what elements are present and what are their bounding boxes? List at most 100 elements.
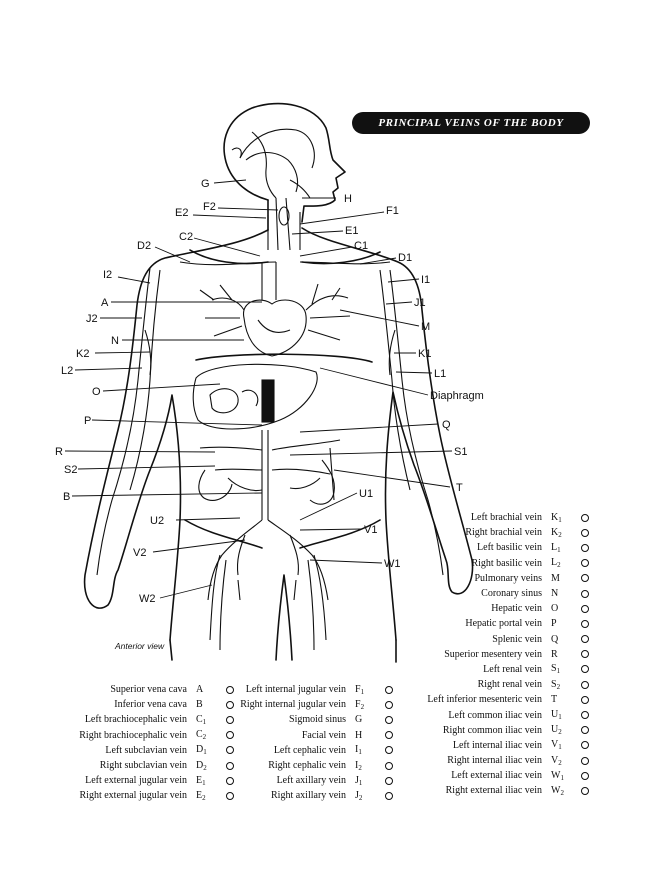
- vein-code: L2: [551, 557, 561, 570]
- label-W2: W2: [139, 593, 156, 605]
- vein-code: W2: [551, 784, 564, 797]
- vein-name: Left renal vein: [483, 663, 542, 675]
- label-A: A: [101, 297, 109, 309]
- vein-code: M: [551, 572, 560, 584]
- label-D2: D2: [137, 240, 151, 252]
- color-circle: [581, 711, 589, 720]
- label-E2: E2: [175, 207, 188, 219]
- color-circle: [385, 731, 393, 740]
- vein-name: Right brachial vein: [465, 527, 542, 539]
- color-circle: [581, 589, 589, 598]
- vein-name: Left inferior mesenteric vein: [427, 694, 542, 706]
- label-F2: F2: [203, 201, 216, 213]
- label-H: H: [344, 193, 352, 205]
- vein-name: Right external iliac vein: [445, 785, 542, 797]
- vein-code: K2: [551, 526, 562, 539]
- label-C1: C1: [354, 240, 368, 252]
- vein-code: I2: [355, 759, 362, 772]
- label-O: O: [92, 386, 101, 398]
- vein-code: Q: [551, 633, 559, 645]
- color-circle: [581, 726, 589, 735]
- label-I2: I2: [103, 269, 112, 281]
- vein-code: H: [355, 729, 363, 741]
- vein-name: Inferior vena cava: [114, 699, 187, 711]
- vein-code: S2: [551, 678, 561, 691]
- vein-name: Right subclavian vein: [99, 760, 187, 772]
- vein-code: A: [196, 684, 204, 696]
- color-circle: [581, 604, 589, 613]
- vein-name: Hepatic portal vein: [465, 618, 542, 630]
- vein-name: Pulmonary veins: [474, 572, 543, 584]
- vein-code: V1: [551, 739, 562, 752]
- label-V2: V2: [133, 547, 146, 559]
- label-K2: K2: [76, 348, 89, 360]
- color-circle: [581, 513, 589, 522]
- color-circle: [581, 756, 589, 765]
- vein-code: J2: [355, 789, 363, 802]
- label-V1: V1: [364, 524, 377, 536]
- key-row: Left brachiocephalic vein C1: [30, 712, 234, 727]
- vein-code: C1: [196, 713, 207, 726]
- label-G: G: [201, 178, 210, 190]
- color-circle: [581, 680, 589, 689]
- color-circle: [226, 715, 234, 724]
- label-C2: C2: [179, 231, 193, 243]
- vein-name: Left brachial vein: [470, 512, 542, 524]
- vein-code: E1: [196, 774, 206, 787]
- vein-code: C2: [196, 729, 207, 742]
- vein-code: J1: [355, 774, 363, 787]
- vein-name: Left basilic vein: [477, 542, 542, 554]
- vein-code: V2: [551, 754, 562, 767]
- vein-name: Left brachiocephalic vein: [84, 714, 187, 726]
- label-P: P: [84, 415, 91, 427]
- color-circle: [581, 543, 589, 552]
- key-row: Right subclavian vein D2: [30, 758, 234, 773]
- vein-name: Coronary sinus: [481, 588, 542, 600]
- vein-name: Right basilic vein: [471, 557, 542, 569]
- vein-name: Splenic vein: [492, 633, 542, 645]
- vein-name: Right axillary vein: [271, 790, 346, 802]
- page-title: PRINCIPAL VEINS OF THE BODY: [352, 112, 590, 134]
- label-S2: S2: [64, 464, 77, 476]
- vein-name: Superior vena cava: [110, 684, 187, 696]
- vein-name: Facial vein: [301, 729, 346, 741]
- vein-name: Left internal iliac vein: [452, 739, 542, 751]
- color-circle: [385, 685, 393, 694]
- key-row: Superior vena cava A: [30, 682, 234, 697]
- diagram-labels: G H E2 F2 F1 C2 E1 D2 C1 D1 I2 I1 A J1 J…: [55, 178, 484, 605]
- vein-name: Right brachiocephalic vein: [79, 729, 187, 741]
- label-T: T: [456, 482, 463, 494]
- key-row: Splenic vein Q: [400, 632, 589, 647]
- vein-code: U2: [551, 724, 562, 737]
- vein-code: D2: [196, 759, 207, 772]
- vein-code: F2: [355, 698, 365, 711]
- vein-name: Right internal iliac vein: [447, 755, 542, 767]
- label-L2: L2: [61, 365, 73, 377]
- color-circle: [385, 715, 393, 724]
- vein-code: W1: [551, 769, 564, 782]
- view-caption: Anterior view: [115, 641, 165, 651]
- key-row: Facial vein H: [225, 728, 393, 743]
- label-I1: I1: [421, 274, 430, 286]
- key-row: Right brachiocephalic vein C2: [30, 728, 234, 743]
- color-circle: [385, 776, 393, 785]
- label-L1: L1: [434, 368, 446, 380]
- label-R: R: [55, 446, 63, 458]
- label-J1: J1: [414, 297, 426, 309]
- vein-name: Left external jugular vein: [85, 775, 187, 787]
- vein-code: N: [551, 588, 559, 600]
